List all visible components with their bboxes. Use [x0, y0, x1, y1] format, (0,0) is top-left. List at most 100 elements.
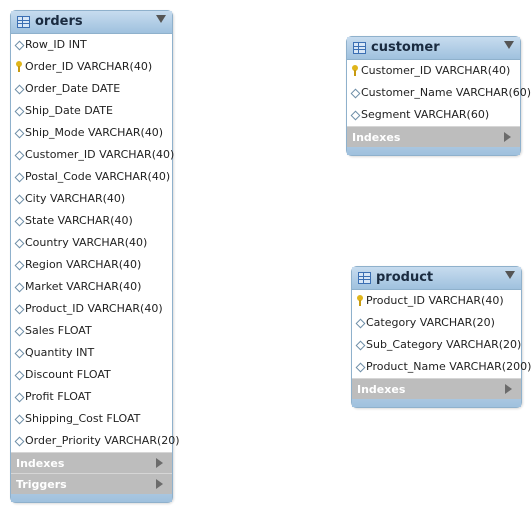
table-header[interactable]: orders — [11, 11, 172, 34]
collapse-caret-icon[interactable] — [504, 41, 514, 49]
primary-key-icon — [357, 295, 363, 306]
column-diamond-icon — [14, 370, 25, 381]
column-row[interactable]: Category VARCHAR(20) — [352, 312, 521, 334]
column-list: Row_ID INT Order_ID VARCHAR(40) Order_Date… — [11, 34, 180, 452]
expand-arrow-icon[interactable] — [156, 458, 163, 468]
column-diamond-icon — [14, 414, 25, 425]
column-diamond-icon — [14, 326, 25, 337]
column-row[interactable]: Order_ID VARCHAR(40) — [11, 56, 172, 78]
column-label: Order_ID VARCHAR(40) — [25, 60, 153, 73]
table-name: orders — [35, 14, 83, 29]
section-indexes[interactable]: Indexes — [347, 126, 520, 147]
column-row[interactable]: Ship_Date DATE — [11, 100, 172, 122]
column-label: Sales FLOAT — [25, 324, 92, 337]
column-label: Sub_Category VARCHAR(20) — [366, 338, 522, 351]
column-list: Customer_ID VARCHAR(40) Customer_Name VAR… — [347, 60, 531, 126]
column-diamond-icon — [14, 128, 25, 139]
column-diamond-icon — [14, 194, 25, 205]
column-label: Ship_Mode VARCHAR(40) — [25, 126, 164, 139]
column-diamond-icon — [350, 88, 361, 99]
column-label: Order_Date DATE — [25, 82, 121, 95]
section-triggers[interactable]: Triggers — [11, 473, 172, 494]
expand-arrow-icon[interactable] — [156, 479, 163, 489]
section-list: Indexes — [352, 378, 521, 399]
table-name: customer — [371, 40, 440, 55]
column-row[interactable]: Region VARCHAR(40) — [11, 254, 172, 276]
column-diamond-icon — [14, 84, 25, 95]
column-diamond-icon — [14, 216, 25, 227]
column-diamond-icon — [350, 110, 361, 121]
column-row[interactable]: Order_Priority VARCHAR(20) — [11, 430, 180, 452]
column-diamond-icon — [14, 106, 25, 117]
table-name: product — [376, 270, 434, 285]
table-footer — [347, 147, 520, 155]
column-diamond-icon — [14, 150, 25, 161]
column-label: Product_ID VARCHAR(40) — [25, 302, 163, 315]
column-row[interactable]: Product_Name VARCHAR(200) — [352, 356, 531, 378]
column-row[interactable]: City VARCHAR(40) — [11, 188, 172, 210]
column-label: Discount FLOAT — [25, 368, 111, 381]
column-label: Row_ID INT — [25, 38, 87, 51]
table-header[interactable]: customer — [347, 37, 520, 60]
section-list: Indexes — [347, 126, 520, 147]
column-row[interactable]: Quantity INT — [11, 342, 172, 364]
column-row[interactable]: Customer_Name VARCHAR(60) — [347, 82, 531, 104]
column-row[interactable]: Discount FLOAT — [11, 364, 172, 386]
column-diamond-icon — [355, 318, 366, 329]
column-diamond-icon — [355, 362, 366, 373]
table-icon — [17, 16, 30, 28]
column-label: Customer_Name VARCHAR(60) — [361, 86, 531, 99]
column-diamond-icon — [14, 238, 25, 249]
collapse-caret-icon[interactable] — [505, 271, 515, 279]
customer-table[interactable]: customer Customer_ID VARCHAR(40)Customer… — [346, 36, 531, 156]
section-indexes[interactable]: Indexes — [11, 452, 172, 473]
expand-arrow-icon[interactable] — [505, 384, 512, 394]
column-row[interactable]: Sales FLOAT — [11, 320, 172, 342]
column-label: Product_ID VARCHAR(40) — [366, 294, 504, 307]
column-label: Region VARCHAR(40) — [25, 258, 142, 271]
column-row[interactable]: Product_ID VARCHAR(40) — [352, 290, 521, 312]
column-row[interactable]: Customer_ID VARCHAR(40) — [347, 60, 520, 82]
orders-table[interactable]: orders Row_ID INT Order_ID VARCHAR(40) Ord… — [10, 10, 180, 503]
column-row[interactable]: Shipping_Cost FLOAT — [11, 408, 172, 430]
column-label: Product_Name VARCHAR(200) — [366, 360, 531, 373]
column-diamond-icon — [355, 340, 366, 351]
column-label: Category VARCHAR(20) — [366, 316, 495, 329]
product-table[interactable]: product Product_ID VARCHAR(40) Category V… — [351, 266, 531, 408]
primary-key-icon — [352, 65, 358, 76]
table-icon — [358, 272, 371, 284]
section-label: Indexes — [357, 383, 406, 396]
section-label: Triggers — [16, 478, 67, 491]
column-row[interactable]: Row_ID INT — [11, 34, 172, 56]
section-label: Indexes — [16, 457, 65, 470]
column-row[interactable]: Product_ID VARCHAR(40) — [11, 298, 172, 320]
column-row[interactable]: State VARCHAR(40) — [11, 210, 172, 232]
column-label: Country VARCHAR(40) — [25, 236, 148, 249]
table-header[interactable]: product — [352, 267, 521, 290]
column-label: Ship_Date DATE — [25, 104, 113, 117]
column-row[interactable]: Profit FLOAT — [11, 386, 172, 408]
column-label: Segment VARCHAR(60) — [361, 108, 490, 121]
column-label: Market VARCHAR(40) — [25, 280, 142, 293]
column-diamond-icon — [14, 392, 25, 403]
expand-arrow-icon[interactable] — [504, 132, 511, 142]
table-footer — [352, 399, 521, 407]
collapse-caret-icon[interactable] — [156, 15, 166, 23]
column-diamond-icon — [14, 172, 25, 183]
primary-key-icon — [16, 61, 22, 72]
section-indexes[interactable]: Indexes — [352, 378, 521, 399]
column-label: Order_Priority VARCHAR(20) — [25, 434, 180, 447]
column-diamond-icon — [14, 282, 25, 293]
column-diamond-icon — [14, 40, 25, 51]
column-label: Customer_ID VARCHAR(40) — [25, 148, 175, 161]
section-label: Indexes — [352, 131, 401, 144]
column-row[interactable]: Postal_Code VARCHAR(40) — [11, 166, 172, 188]
column-diamond-icon — [14, 304, 25, 315]
column-row[interactable]: Customer_ID VARCHAR(40) — [11, 144, 175, 166]
column-row[interactable]: Sub_Category VARCHAR(20) — [352, 334, 521, 356]
column-row[interactable]: Market VARCHAR(40) — [11, 276, 172, 298]
column-row[interactable]: Order_Date DATE — [11, 78, 172, 100]
column-row[interactable]: Country VARCHAR(40) — [11, 232, 172, 254]
column-row[interactable]: Ship_Mode VARCHAR(40) — [11, 122, 172, 144]
column-row[interactable]: Segment VARCHAR(60) — [347, 104, 520, 126]
